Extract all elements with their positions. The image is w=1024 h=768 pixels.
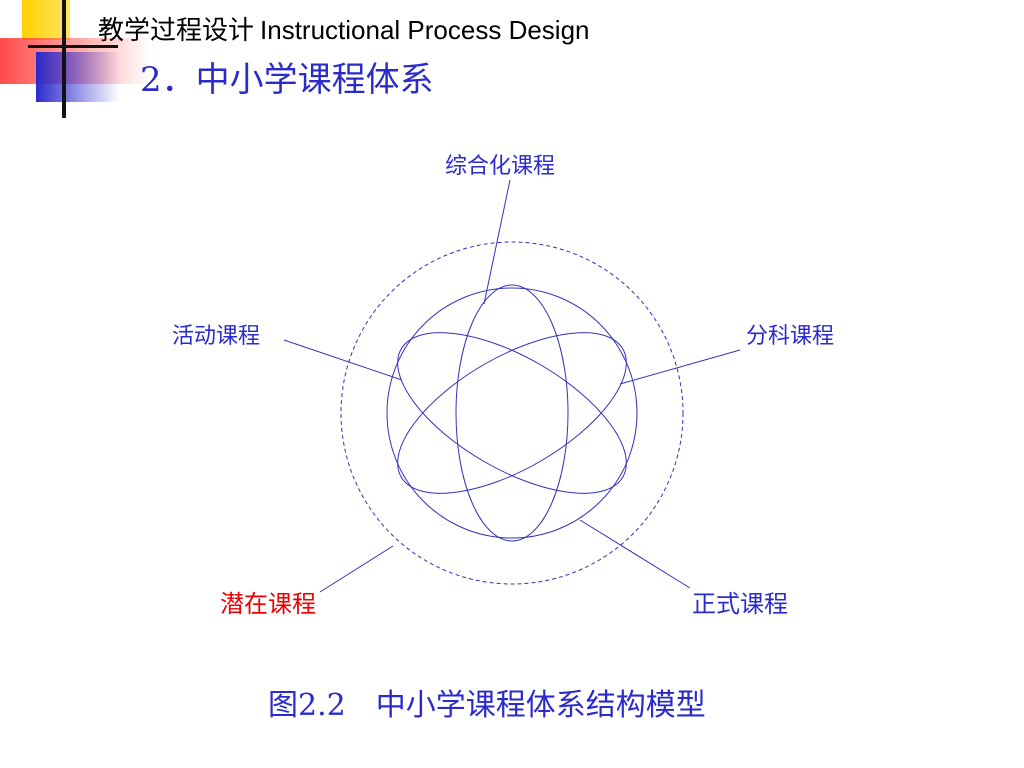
- leader-line-bottom-left: [319, 545, 394, 593]
- leader-line-left: [283, 339, 403, 381]
- header-title-cn: 教学过程设计: [98, 16, 255, 46]
- deco-vertical-bar: [62, 0, 66, 118]
- orbit-ellipse-right: [397, 332, 627, 494]
- orbit-ellipse-left: [397, 332, 627, 494]
- label-hidden-curriculum: 潜在课程: [220, 590, 316, 618]
- label-activity-curriculum: 活动课程: [172, 324, 261, 349]
- deco-blue-block: [36, 52, 120, 102]
- section-title: 2．中小学课程体系: [140, 60, 434, 100]
- header-title-en: Instructional Process Design: [260, 15, 590, 45]
- corner-decoration: [0, 0, 1024, 118]
- label-formal-curriculum: 正式课程: [692, 590, 788, 618]
- orbit-ellipse-vertical: [455, 284, 569, 542]
- label-subject-curriculum: 分科课程: [746, 324, 835, 349]
- figure-caption: 图2.2 中小学课程体系结构模型: [268, 688, 706, 723]
- leader-line-bottom-right: [579, 519, 691, 589]
- label-integrated-curriculum: 综合化课程: [445, 154, 556, 179]
- inner-sphere-circle: [386, 287, 638, 539]
- leader-line-right: [619, 349, 741, 385]
- outer-dashed-circle: [340, 241, 684, 585]
- leader-line-top: [483, 179, 511, 305]
